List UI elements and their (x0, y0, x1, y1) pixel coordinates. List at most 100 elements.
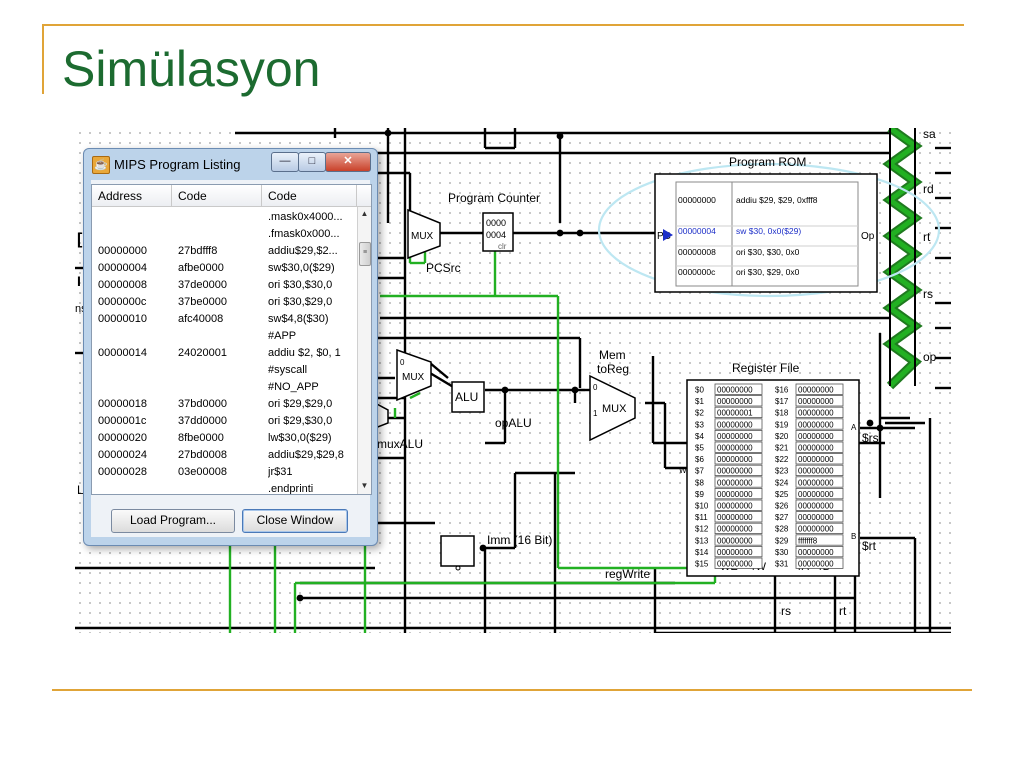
register-value: 00000000 (798, 409, 834, 418)
register-name: $4 (695, 432, 704, 441)
splitter-label-rd: rd (923, 182, 934, 196)
register-value: 00000000 (798, 455, 834, 464)
register-value-box (795, 418, 844, 430)
scroll-down-icon[interactable]: ▼ (360, 481, 369, 490)
window-titlebar[interactable]: ☕ MIPS Program Listing — □ ✕ (84, 149, 377, 179)
listing-cell-code: 37de0000 (178, 279, 227, 291)
register-name: $3 (695, 420, 704, 429)
muxalu-label: muxALU (377, 437, 423, 451)
register-value-box (714, 545, 763, 558)
pc-mux-label: MUX (411, 231, 434, 242)
register-value-box (714, 383, 763, 395)
register-value-box (714, 453, 763, 465)
memtoreg-mux[interactable]: 0 1 MUX (589, 374, 636, 442)
vertical-scrollbar[interactable]: ▲ ≡ ▼ (357, 207, 371, 494)
listing-row[interactable]: .endprinti (92, 481, 357, 494)
listing-cell-code: 24020001 (178, 347, 227, 359)
scroll-up-icon[interactable]: ▲ (360, 209, 369, 218)
scroll-thumb[interactable]: ≡ (359, 242, 371, 266)
left-edge-fragment-1: [ (77, 231, 83, 248)
register-value: 00000000 (717, 490, 753, 499)
listing-cell-source: sw$30,0($29) (268, 262, 335, 274)
listing-cell-address: 0000001c (98, 415, 147, 427)
register-value-box (714, 476, 763, 488)
listing-cell-code: afbe0000 (178, 262, 224, 274)
register-value: 00000000 (798, 560, 834, 569)
program-counter-label: Program Counter (448, 191, 540, 205)
program-counter-register[interactable]: 0000 0004 clr (482, 212, 514, 252)
alu-mux-label: MUX (402, 372, 425, 383)
register-name: $12 (695, 525, 709, 534)
column-header-source[interactable]: Code (262, 185, 357, 207)
java-app-icon: ☕ (92, 156, 110, 174)
listing-row[interactable]: .fmask0x000... (92, 226, 357, 243)
rom-op-label: Op (861, 231, 875, 242)
program-rom-title: Program ROM (729, 155, 806, 169)
listing-row[interactable]: #NO_APP (92, 379, 357, 396)
pc-value-line-1: 0000 (486, 218, 506, 228)
rom-address: 00000008 (678, 247, 716, 257)
register-value: 00000000 (717, 548, 753, 557)
register-value-box (795, 534, 844, 546)
register-value-box (714, 395, 763, 407)
mips-program-listing-window[interactable]: ☕ MIPS Program Listing — □ ✕ Address Cod… (83, 148, 378, 546)
register-value: 00000000 (798, 490, 834, 499)
register-value-box (795, 499, 844, 511)
listing-row[interactable]: .mask0x4000... (92, 209, 357, 226)
register-value: 00000000 (717, 467, 753, 476)
register-value: 00000000 (717, 386, 753, 395)
maximize-button[interactable]: □ (298, 152, 326, 172)
regfile-port-w: W (679, 466, 687, 475)
load-program-button[interactable]: Load Program... (111, 509, 235, 533)
register-value: 00000000 (798, 502, 834, 511)
listing-row[interactable]: #APP (92, 328, 357, 345)
listing-cell-address: 0000000c (98, 296, 147, 308)
column-header-address[interactable]: Address (92, 185, 172, 207)
listing-cell-code: 27bdfff8 (178, 245, 218, 257)
register-name: $21 (775, 444, 789, 453)
rom-instruction: addiu $29, $29, 0xfff8 (736, 195, 818, 205)
left-edge-fragment-2: I (77, 273, 81, 289)
listing-cell-source: ori $29,$29,0 (268, 398, 333, 410)
close-button[interactable]: ✕ (325, 152, 371, 172)
program-rom[interactable]: PC Op (654, 173, 878, 293)
register-name: $27 (775, 513, 789, 522)
register-value-box (795, 383, 844, 395)
register-name: $18 (775, 409, 789, 418)
rs-output-label: $rs (862, 431, 879, 445)
column-header-code[interactable]: Code (172, 185, 262, 207)
listing-cell-source: ori $30,$29,0 (268, 296, 333, 308)
regfile-port-b: B (851, 532, 856, 541)
alu-block[interactable]: ALU (451, 381, 485, 413)
minimize-button[interactable]: — (271, 152, 299, 172)
imm-extend-block[interactable] (440, 535, 475, 571)
pc-pointer-icon (663, 229, 673, 241)
alu-mux[interactable]: 0 MUX (396, 348, 432, 402)
register-name: $2 (695, 409, 704, 418)
listing-row[interactable]: #syscall (92, 362, 357, 379)
register-value-box (714, 499, 763, 511)
close-window-button[interactable]: Close Window (242, 509, 348, 533)
register-value-box (795, 476, 844, 488)
pc-mux[interactable]: MUX (407, 208, 441, 260)
register-name: $25 (775, 490, 789, 499)
listing-cell-address: 00000000 (98, 245, 147, 257)
listing-table[interactable]: Address Code Code .mask0x4000....fmask0x… (91, 184, 372, 495)
register-name: $29 (775, 536, 789, 545)
rom-instruction: sw $30, 0x0($29) (736, 226, 801, 236)
register-value: 00000000 (798, 525, 834, 534)
listing-cell-code: afc40008 (178, 313, 224, 325)
register-value-box (714, 429, 763, 442)
